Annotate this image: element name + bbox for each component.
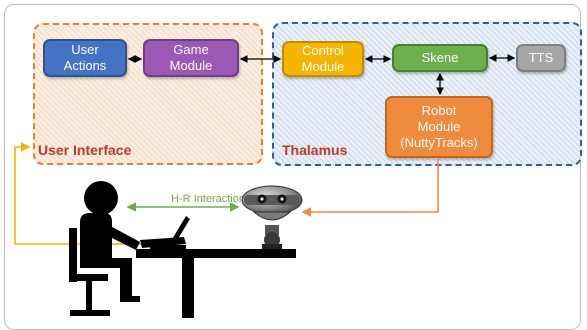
control-module-label-line1: Control	[302, 43, 344, 58]
game-module-box: Game Module	[143, 39, 239, 77]
skene-box: Skene	[392, 44, 488, 72]
arrow-robot-module-to-robot	[301, 159, 439, 217]
connectors-and-illustration	[14, 54, 516, 318]
user-actions-label-line2: Actions	[63, 58, 107, 73]
hr-interaction-label: H-R Interaction	[171, 193, 245, 205]
game-module-label-line1: Game	[173, 42, 209, 57]
desk-icon	[136, 249, 296, 318]
user-interface-label: User Interface	[38, 142, 132, 158]
user-actions-box: User Actions	[43, 39, 127, 77]
laptop-icon	[150, 216, 190, 249]
tts-box: TTS	[516, 44, 566, 72]
robot-module-label-line3: (NuttyTracks)	[400, 135, 478, 150]
robot-icon	[241, 185, 303, 249]
skene-label: Skene	[421, 50, 459, 65]
robot-module-label-line1: Robot	[421, 103, 457, 118]
control-module-box: Control Module	[282, 41, 364, 77]
game-module-label-line2: Module	[169, 58, 213, 73]
tts-label: TTS	[528, 50, 554, 65]
thalamus-label: Thalamus	[282, 142, 348, 158]
control-module-label-line2: Module	[301, 59, 345, 74]
diagram-canvas: User Actions Game Module Control Module …	[4, 4, 582, 330]
robot-module-box: Robot Module (NuttyTracks)	[385, 96, 493, 158]
user-actions-label-line1: User	[71, 42, 99, 57]
human-user-icon	[69, 181, 186, 316]
robot-module-label-line2: Module	[417, 119, 461, 134]
